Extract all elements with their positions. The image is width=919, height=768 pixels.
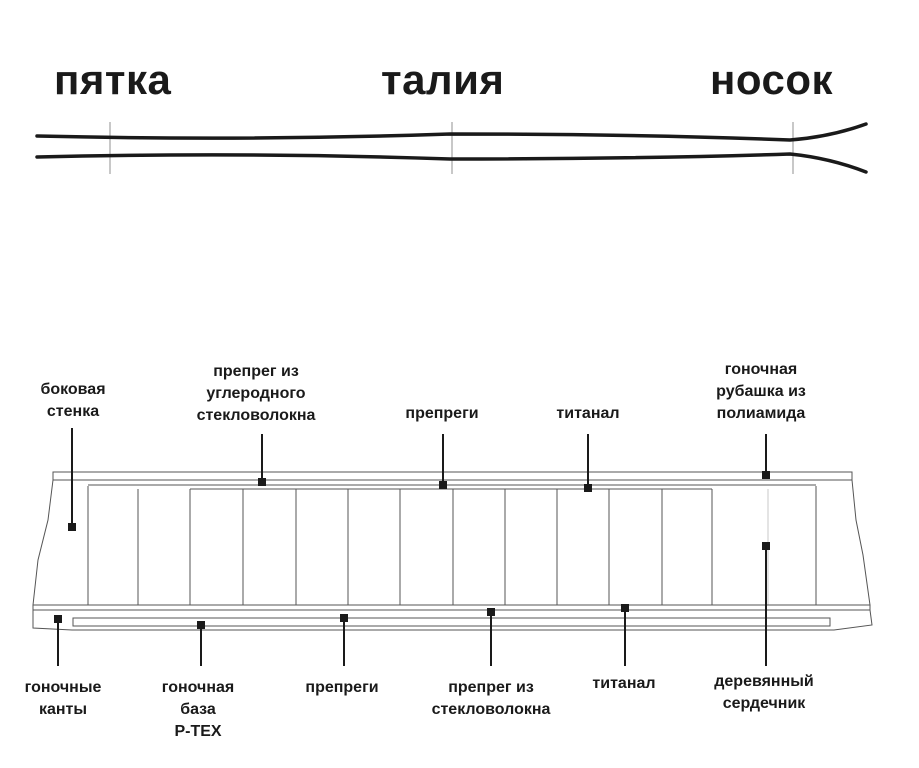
base-laminate xyxy=(32,604,871,611)
marker-ptex-base xyxy=(197,621,205,629)
label-sidewall: боковая стенка xyxy=(40,381,106,420)
ptex-base-inner xyxy=(72,617,831,627)
ski-side-profile xyxy=(35,122,868,174)
zone-label-heel: пятка xyxy=(54,56,172,103)
label-prepregs-top: препреги xyxy=(405,405,479,422)
marker-prepregs-bottom xyxy=(340,614,348,622)
label-titanal-bottom: титанал xyxy=(592,675,656,692)
label-carbon-prepreg: препрег из углеродного стекловолокна xyxy=(196,363,316,424)
wood-core-strips xyxy=(137,489,769,605)
ski-profile-top-line xyxy=(35,122,868,142)
ski-body-outline xyxy=(32,479,871,606)
ski-profile-bottom-line xyxy=(35,152,868,174)
topsheet-layer xyxy=(52,471,853,481)
label-fiberglass-prepreg: препрег из стекловолокна xyxy=(431,679,551,718)
marker-sidewall xyxy=(68,523,76,531)
label-prepregs-bottom: препреги xyxy=(305,679,379,696)
zone-label-toe: носок xyxy=(710,56,834,103)
marker-carbon-prepreg xyxy=(258,478,266,486)
zone-label-waist: талия xyxy=(381,56,505,103)
marker-titanal-bottom xyxy=(621,604,629,612)
label-titanal-top: титанал xyxy=(556,405,620,422)
ptex-base-layer xyxy=(32,609,873,631)
marker-topsheet xyxy=(762,471,770,479)
label-race-edges: гоночные канты xyxy=(24,679,102,718)
marker-race-edges xyxy=(54,615,62,623)
marker-prepregs-top xyxy=(439,481,447,489)
ski-cross-section xyxy=(32,471,873,631)
leaders-top xyxy=(68,428,770,531)
marker-fiberglass-prepreg xyxy=(487,608,495,616)
label-wood-core: деревянный сердечник xyxy=(714,673,814,712)
leaders-bottom xyxy=(54,542,770,666)
label-polyamide-topsheet: гоночная рубашка из полиамида xyxy=(716,361,806,422)
marker-wood-core xyxy=(762,542,770,550)
marker-titanal-top xyxy=(584,484,592,492)
label-ptex-base: гоночная база P-TEX xyxy=(161,679,235,740)
